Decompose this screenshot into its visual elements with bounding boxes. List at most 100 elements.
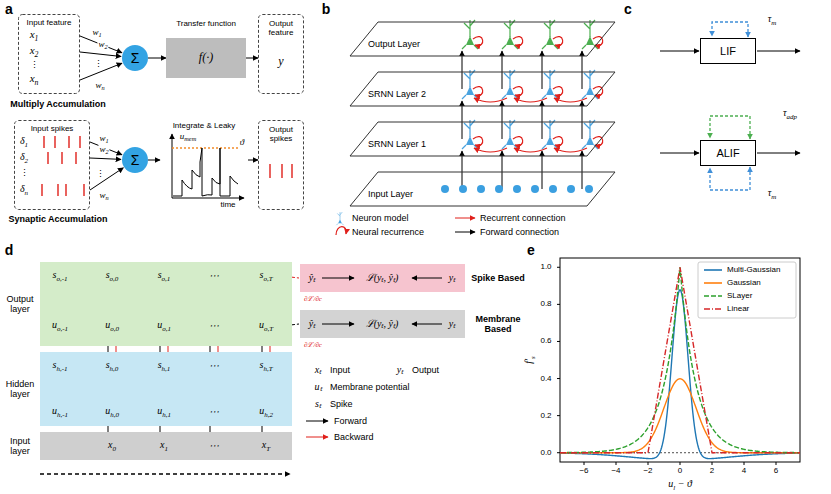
annotation: Synaptic Accumulation	[8, 214, 107, 224]
node-label: SRNN Layer 2	[368, 89, 426, 99]
text-part: w	[99, 133, 105, 143]
input-unit	[477, 185, 485, 193]
neuron-symbol	[336, 212, 343, 225]
adaptation-loop	[710, 116, 750, 139]
legend-text: Recurrent connection	[480, 213, 566, 223]
axis	[172, 134, 173, 198]
neuron-model-box: ALIF	[700, 140, 756, 166]
time-constant-loop	[712, 22, 748, 37]
annotation: so,T	[259, 269, 272, 282]
annotation: ⋮	[20, 168, 29, 178]
sum-circle	[122, 45, 148, 71]
panel-letter: b	[322, 1, 331, 17]
sum-node: Σ	[122, 45, 148, 71]
tick-label: 6	[774, 466, 778, 475]
subscript: o,0	[110, 275, 119, 283]
neural-recurrence	[473, 137, 483, 146]
sum-node: Σ	[122, 147, 148, 173]
forward-connection	[542, 101, 543, 139]
tick-label: 0.0	[540, 448, 551, 457]
node-label: f(·)	[199, 51, 213, 65]
annotation: xT	[262, 439, 270, 452]
annotation: uo,0	[105, 319, 119, 332]
neural-recurrence	[553, 137, 563, 146]
text-part: w	[92, 27, 98, 37]
connector	[248, 160, 258, 161]
axis	[172, 198, 244, 199]
legend-swatch	[704, 282, 722, 284]
axis-tick	[557, 415, 560, 416]
node-graphic	[40, 262, 292, 346]
legend-text: Neuron model	[352, 213, 409, 223]
annotation: uh,0	[105, 405, 119, 418]
input-unit	[441, 185, 449, 193]
text-part: s	[259, 359, 263, 370]
subscript: n	[35, 78, 39, 87]
annotation: sh,0	[106, 359, 119, 372]
forward-connection	[542, 151, 543, 189]
neural-recurrence	[553, 37, 563, 46]
node-graphic	[259, 15, 304, 94]
legend-text: Forward connection	[480, 227, 559, 237]
legend-swatch	[704, 295, 722, 297]
text-part: − ϑ	[675, 478, 692, 489]
axis-tick	[557, 267, 560, 268]
tick-label: 1.0	[540, 263, 551, 272]
node-graphic	[350, 72, 615, 106]
weight-label: wn	[98, 190, 109, 201]
input-unit	[459, 185, 467, 193]
text-part: s	[158, 269, 162, 280]
subscript: s	[529, 356, 537, 359]
annotation: yₜ	[397, 364, 403, 376]
annotation: ⋯	[209, 270, 219, 282]
node-graphic	[122, 45, 148, 71]
node-label: Input Layer	[368, 189, 413, 199]
text-part: s	[106, 269, 110, 280]
layer-plane	[350, 172, 615, 206]
layer-band	[40, 352, 292, 426]
annotation: so,-1	[53, 269, 68, 282]
annotation: uo,-1	[52, 319, 68, 332]
forward-connection	[582, 101, 583, 139]
neuron-soma	[546, 86, 554, 95]
node-label: SRNN Layer 1	[368, 139, 426, 149]
subscript: 1	[164, 445, 168, 453]
axis-title: f′s	[523, 356, 536, 364]
loss-box: ŷₜℒ(yₜ, ŷₜ)yₜSpike Based	[300, 264, 526, 292]
node-graphic	[300, 264, 465, 292]
node-shape	[160, 118, 248, 210]
subscript: h,1	[162, 365, 171, 373]
forward-connection	[462, 51, 463, 89]
node-label: ℒ(yₜ, ŷₜ)	[366, 318, 399, 330]
text-part: u	[52, 319, 57, 330]
subscript: h,0	[110, 411, 119, 419]
text-part: s	[259, 269, 263, 280]
node-graphic	[40, 352, 292, 426]
text-part: u	[157, 405, 162, 416]
node-label: Membrane Based	[471, 314, 525, 335]
spike-tick	[61, 152, 62, 164]
annotation: τm	[768, 13, 777, 26]
text-part: x	[30, 44, 35, 56]
text-part: w	[99, 190, 105, 200]
tick-label: 0.2	[540, 411, 551, 420]
annotation: xn	[30, 72, 39, 87]
node-label: ŷₜ	[309, 272, 315, 284]
neuron-soma	[586, 36, 594, 45]
text-part: u	[259, 405, 264, 416]
annotation: x1	[30, 28, 39, 43]
annotation: umem	[180, 131, 196, 142]
node-graphic	[166, 38, 246, 78]
subscript: o,T	[264, 325, 273, 333]
signal-arrow	[757, 51, 800, 52]
annotation: Multiply Accumulation	[10, 99, 106, 109]
spike-tick	[57, 184, 58, 196]
transfer-box	[166, 38, 246, 78]
text-part: s	[158, 359, 162, 370]
legend-text: Linear	[727, 304, 749, 313]
text-part: τ	[768, 13, 772, 24]
node-graphic	[350, 122, 615, 156]
subscript: 1	[35, 34, 39, 43]
subscript: h,2	[264, 411, 273, 419]
arrow	[412, 278, 442, 279]
